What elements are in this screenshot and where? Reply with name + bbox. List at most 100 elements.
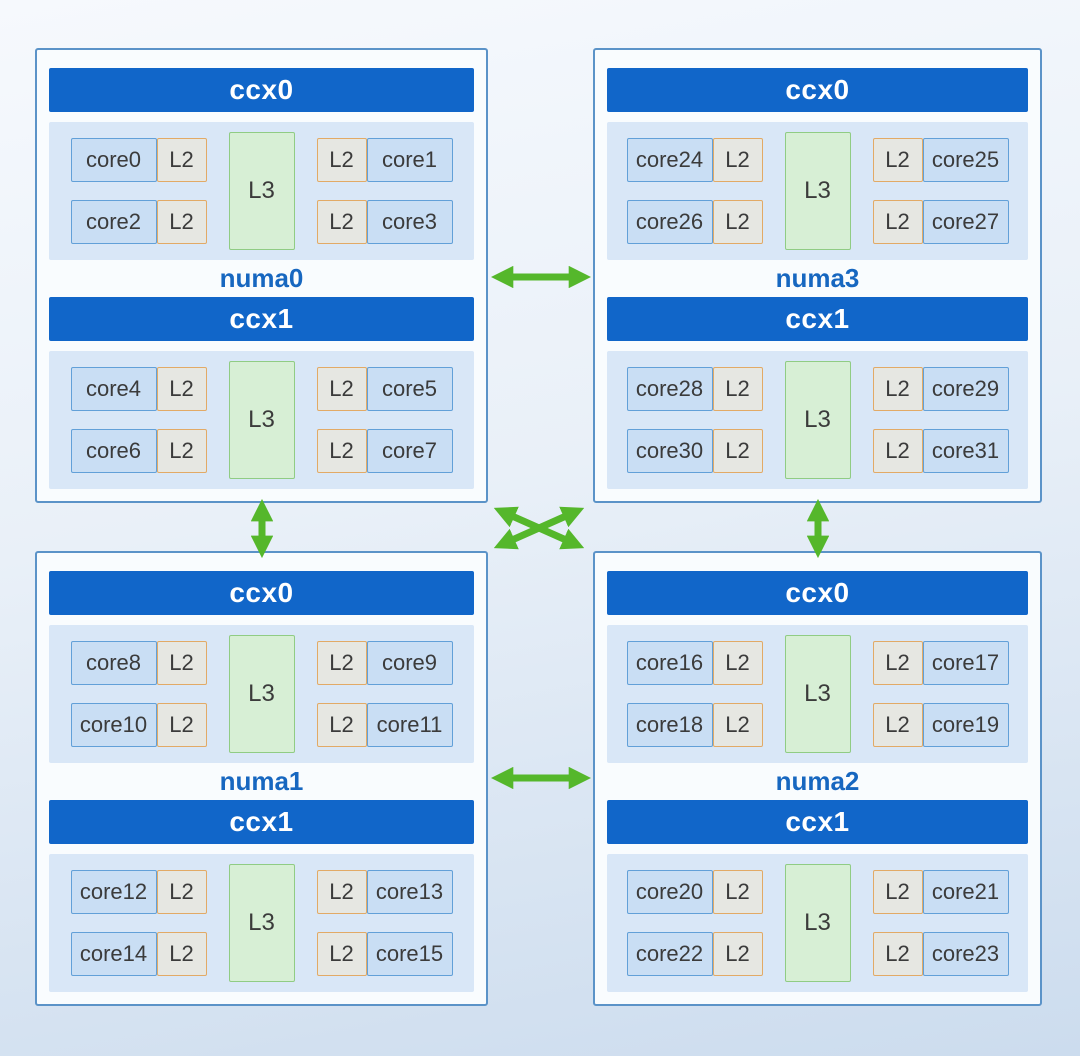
l2-core-pair: L2 core31 — [872, 429, 1009, 473]
ccx-panel: core12 L2 core14 L2 L3 L2 core13 L2 core… — [49, 854, 474, 992]
l2-cache-box: L2 — [872, 641, 923, 685]
l2-cache-box: L2 — [712, 641, 763, 685]
left-core-column: core28 L2 core30 L2 — [626, 367, 763, 473]
ccx-header: ccx0 — [49, 68, 474, 112]
core-box: core24 — [626, 138, 713, 182]
l2-core-pair: L2 core5 — [316, 367, 453, 411]
ccx-panel: core28 L2 core30 L2 L3 L2 core29 L2 core… — [607, 351, 1028, 489]
core-l2-pair: core30 L2 — [626, 429, 763, 473]
l2-cache-box: L2 — [156, 367, 207, 411]
l2-core-pair: L2 core1 — [316, 138, 453, 182]
l2-core-pair: L2 core9 — [316, 641, 453, 685]
core-box: core12 — [70, 870, 157, 914]
core-l2-pair: core20 L2 — [626, 870, 763, 914]
core-l2-pair: core6 L2 — [70, 429, 207, 473]
l2-cache-box: L2 — [712, 138, 763, 182]
core-box: core17 — [922, 641, 1009, 685]
ccx-panel: core0 L2 core2 L2 L3 L2 core1 L2 core3 — [49, 122, 474, 260]
core-box: core1 — [366, 138, 453, 182]
l2-cache-box: L2 — [156, 641, 207, 685]
l3-cache-box: L3 — [784, 361, 851, 479]
ccx-header: ccx0 — [49, 571, 474, 615]
core-box: core21 — [922, 870, 1009, 914]
left-core-column: core12 L2 core14 L2 — [70, 870, 207, 976]
core-l2-pair: core22 L2 — [626, 932, 763, 976]
core-l2-pair: core14 L2 — [70, 932, 207, 976]
l2-cache-box: L2 — [156, 870, 207, 914]
l2-core-pair: L2 core25 — [872, 138, 1009, 182]
left-core-column: core8 L2 core10 L2 — [70, 641, 207, 747]
arrow-numa0-numa2 — [493, 506, 585, 550]
core-l2-pair: core26 L2 — [626, 200, 763, 244]
core-box: core5 — [366, 367, 453, 411]
core-l2-pair: core8 L2 — [70, 641, 207, 685]
core-box: core6 — [70, 429, 157, 473]
l2-core-pair: L2 core3 — [316, 200, 453, 244]
numa-label: numa1 — [219, 766, 304, 796]
ccx-header: ccx1 — [49, 297, 474, 341]
l2-cache-box: L2 — [316, 932, 367, 976]
core-box: core27 — [922, 200, 1009, 244]
core-box: core3 — [366, 200, 453, 244]
right-core-column: L2 core29 L2 core31 — [872, 367, 1009, 473]
core-l2-pair: core2 L2 — [70, 200, 207, 244]
core-l2-pair: core12 L2 — [70, 870, 207, 914]
l2-cache-box: L2 — [712, 367, 763, 411]
core-box: core28 — [626, 367, 713, 411]
core-box: core2 — [70, 200, 157, 244]
l2-cache-box: L2 — [156, 703, 207, 747]
l2-cache-box: L2 — [156, 932, 207, 976]
numa-node-numa3: ccx0 core24 L2 core26 L2 L3 L2 core25 — [593, 48, 1042, 503]
core-l2-pair: core16 L2 — [626, 641, 763, 685]
l2-cache-box: L2 — [712, 932, 763, 976]
numa-label: numa2 — [775, 766, 860, 796]
l2-cache-box: L2 — [712, 200, 763, 244]
arrow-numa1-numa3 — [493, 506, 585, 550]
l2-core-pair: L2 core29 — [872, 367, 1009, 411]
l2-cache-box: L2 — [156, 138, 207, 182]
l2-cache-box: L2 — [316, 641, 367, 685]
ccx-header: ccx1 — [49, 800, 474, 844]
l2-cache-box: L2 — [156, 429, 207, 473]
l3-cache-box: L3 — [228, 635, 295, 753]
l2-cache-box: L2 — [872, 429, 923, 473]
right-core-column: L2 core13 L2 core15 — [316, 870, 453, 976]
core-box: core7 — [366, 429, 453, 473]
core-box: core18 — [626, 703, 713, 747]
core-l2-pair: core18 L2 — [626, 703, 763, 747]
ccx-header: ccx0 — [607, 571, 1028, 615]
core-box: core22 — [626, 932, 713, 976]
l2-cache-box: L2 — [712, 870, 763, 914]
left-core-column: core4 L2 core6 L2 — [70, 367, 207, 473]
ccx-panel: core4 L2 core6 L2 L3 L2 core5 L2 core7 — [49, 351, 474, 489]
numa-label: numa3 — [775, 263, 860, 293]
l3-cache-box: L3 — [784, 864, 851, 982]
l2-cache-box: L2 — [316, 429, 367, 473]
core-box: core31 — [922, 429, 1009, 473]
l2-cache-box: L2 — [156, 200, 207, 244]
core-box: core9 — [366, 641, 453, 685]
core-box: core29 — [922, 367, 1009, 411]
l3-cache-box: L3 — [228, 361, 295, 479]
core-box: core19 — [922, 703, 1009, 747]
l2-cache-box: L2 — [872, 200, 923, 244]
core-l2-pair: core24 L2 — [626, 138, 763, 182]
right-core-column: L2 core21 L2 core23 — [872, 870, 1009, 976]
right-core-column: L2 core5 L2 core7 — [316, 367, 453, 473]
l2-core-pair: L2 core13 — [316, 870, 453, 914]
l2-core-pair: L2 core19 — [872, 703, 1009, 747]
l2-core-pair: L2 core7 — [316, 429, 453, 473]
core-box: core14 — [70, 932, 157, 976]
core-box: core15 — [366, 932, 453, 976]
core-box: core20 — [626, 870, 713, 914]
left-core-column: core16 L2 core18 L2 — [626, 641, 763, 747]
l2-core-pair: L2 core21 — [872, 870, 1009, 914]
numa-label: numa0 — [219, 263, 304, 293]
right-core-column: L2 core17 L2 core19 — [872, 641, 1009, 747]
l2-cache-box: L2 — [316, 138, 367, 182]
numa-node-numa2: ccx0 core16 L2 core18 L2 L3 L2 core17 — [593, 551, 1042, 1006]
core-box: core11 — [366, 703, 453, 747]
l2-cache-box: L2 — [872, 703, 923, 747]
l3-cache-box: L3 — [228, 132, 295, 250]
